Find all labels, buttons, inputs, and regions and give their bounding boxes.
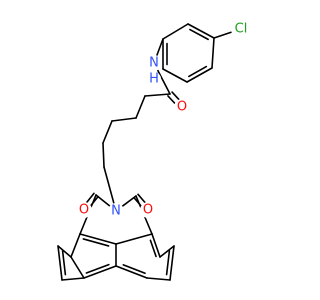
bond-ring1-a <box>211 37 215 69</box>
bond-naph-r1 <box>151 233 161 258</box>
bond-naph-r4-double <box>165 249 171 276</box>
bond-naph-l6 <box>57 245 63 281</box>
bond-naph-r4 <box>169 245 175 281</box>
bond-naph-l7 <box>70 256 85 279</box>
bond-chain-n <box>103 166 115 205</box>
bond-naph-l3 <box>79 233 117 245</box>
bond-chain-2 <box>135 95 146 119</box>
bond-imide-oxygen-left <box>85 192 95 204</box>
bond-chain-5 <box>102 142 105 168</box>
bond-naph-r1-double <box>149 239 157 258</box>
bond-naph-l6-double <box>61 250 67 276</box>
bond-ring1-f-double <box>189 28 209 41</box>
bond-imide-oxygen-right <box>137 193 147 204</box>
bond-naph-r2 <box>115 233 153 245</box>
bond-carbonyl-oxygen <box>171 91 181 101</box>
bond-cl-c <box>213 31 233 39</box>
amide-nitrogen-label: N <box>149 56 159 71</box>
bond-naph-r6 <box>115 265 148 279</box>
bond-naph-l4 <box>83 265 117 279</box>
amide-oxygen-atom: O <box>174 99 190 115</box>
amide-nitrogen-atom: N <box>146 55 162 71</box>
chlorine-label: Cl <box>235 22 248 37</box>
bond-carbonyl-oxygen <box>167 95 176 105</box>
bond-ring1-c <box>162 68 188 83</box>
molecule-structure-diagram: Cl N H O N O O <box>57 19 251 281</box>
bond-ring1-e <box>162 23 189 40</box>
bond-chain-3 <box>111 117 137 122</box>
amide-hydrogen-atom: H <box>147 72 161 87</box>
imide-oxygen-left-atom: O <box>76 202 92 218</box>
chlorine-atom: Cl <box>231 19 251 39</box>
bond-naph-l3-double <box>82 238 110 247</box>
amide-oxygen-label: O <box>177 100 187 115</box>
atom-label-layer: Cl N H O N O O <box>76 19 251 219</box>
imide-nitrogen-atom: N <box>108 203 124 219</box>
bond-naph-r3 <box>159 245 175 258</box>
bond-naph-l1 <box>70 233 81 258</box>
bond-ring1-b-double <box>188 65 208 78</box>
bond-naph-l5 <box>61 277 85 281</box>
bond-layer <box>57 23 233 281</box>
bond-naph-r5 <box>146 277 171 281</box>
bond-naph-l2 <box>57 245 72 258</box>
imide-oxygen-right-atom: O <box>140 202 156 218</box>
bond-ring-n <box>156 38 164 57</box>
bond-naph-r6-double <box>122 264 146 275</box>
bond-naph-l4-double <box>85 263 110 274</box>
amide-hydrogen-label: H <box>149 72 159 87</box>
bond-ring1-b <box>186 67 213 83</box>
bond-ring1-f <box>187 23 215 39</box>
bond-chain-1 <box>144 93 171 97</box>
imide-oxygen-left-label: O <box>79 203 89 218</box>
bond-n-carbonyl <box>156 69 171 95</box>
imide-oxygen-right-label: O <box>143 203 153 218</box>
bond-chain-4 <box>102 120 113 144</box>
imide-nitrogen-label: N <box>111 204 121 219</box>
